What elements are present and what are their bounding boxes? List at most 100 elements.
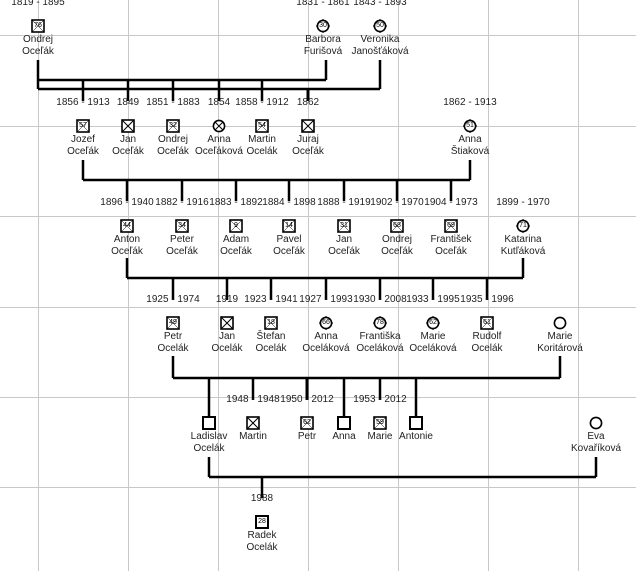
person-symbol[interactable]: 51	[463, 119, 477, 133]
person-dates: 1862	[296, 97, 320, 108]
person-age: 49	[169, 319, 177, 326]
person-age: 68	[393, 222, 401, 229]
person-symbol[interactable]: 66	[319, 316, 333, 330]
person-symbol[interactable]	[301, 119, 315, 133]
person-symbol[interactable]	[121, 119, 135, 133]
person-dates: 1950 - 2012	[280, 394, 334, 405]
person-symbol[interactable]: 9	[229, 219, 243, 233]
person-last-name: Ocelák	[157, 343, 189, 354]
person-first-name: Martin	[248, 134, 276, 145]
person-symbol[interactable]: 18	[264, 316, 278, 330]
person-symbol[interactable]: 71	[516, 219, 530, 233]
person-symbol[interactable]: 28	[255, 515, 269, 529]
female-circle-icon	[212, 119, 226, 133]
person-symbol[interactable]: 54	[255, 119, 269, 133]
person-dates: 1856 - 1913	[56, 97, 110, 108]
female-circle-icon	[553, 316, 567, 330]
person-symbol[interactable]	[409, 416, 423, 430]
person-first-name: Antonie	[399, 431, 433, 442]
person-first-name: Rudolf	[472, 331, 502, 342]
person-symbol[interactable]: 14	[282, 219, 296, 233]
female-circle-icon	[373, 316, 387, 330]
person-symbol[interactable]: 32	[166, 119, 180, 133]
person-first-name: Pavel	[276, 234, 302, 245]
person-symbol[interactable]	[212, 119, 226, 133]
person-first-name: Anna	[332, 431, 356, 442]
person-symbol[interactable]: 68	[390, 219, 404, 233]
person-node[interactable]: Antonie	[371, 416, 461, 443]
person-symbol[interactable]: 62	[426, 316, 440, 330]
person-symbol[interactable]: 49	[166, 316, 180, 330]
person-last-name: Oceľák	[273, 246, 305, 257]
person-age: 54	[258, 122, 266, 129]
person-last-name: Oceľák	[67, 146, 99, 157]
male-square-icon	[120, 219, 134, 233]
person-last-name: Oceľák	[22, 46, 54, 57]
person-symbol[interactable]: 62	[300, 416, 314, 430]
person-symbol[interactable]: 34	[175, 219, 189, 233]
person-symbol[interactable]: 30	[316, 19, 330, 33]
person-symbol[interactable]: 57	[76, 119, 90, 133]
person-symbol[interactable]	[202, 416, 216, 430]
male-square-icon	[220, 316, 234, 330]
person-symbol[interactable]: 44	[120, 219, 134, 233]
person-node[interactable]: Anna	[299, 416, 389, 443]
person-age: 9	[234, 222, 238, 229]
person-first-name: Jan	[335, 234, 353, 245]
person-symbol[interactable]	[246, 416, 260, 430]
person-symbol[interactable]: 69	[444, 219, 458, 233]
person-symbol[interactable]: 31	[337, 219, 351, 233]
person-last-name: Ocelák	[193, 443, 225, 454]
person-symbol[interactable]	[220, 316, 234, 330]
person-symbol[interactable]: 78	[373, 316, 387, 330]
person-symbol[interactable]: 50	[373, 19, 387, 33]
person-age: 78	[376, 319, 384, 326]
person-age: 69	[447, 222, 455, 229]
person-last-name: Oceľák	[292, 146, 324, 157]
person-symbol[interactable]	[337, 416, 351, 430]
person-age	[409, 416, 423, 430]
person-dates: 1883 - 1892	[209, 197, 263, 208]
person-symbol[interactable]: 76	[31, 19, 45, 33]
person-symbol[interactable]	[553, 316, 567, 330]
person-symbol[interactable]: 61	[480, 316, 494, 330]
person-first-name: Martin	[239, 431, 267, 442]
person-symbol[interactable]: 59	[373, 416, 387, 430]
person-symbol[interactable]	[589, 416, 603, 430]
person-first-name: Marie	[547, 331, 573, 342]
